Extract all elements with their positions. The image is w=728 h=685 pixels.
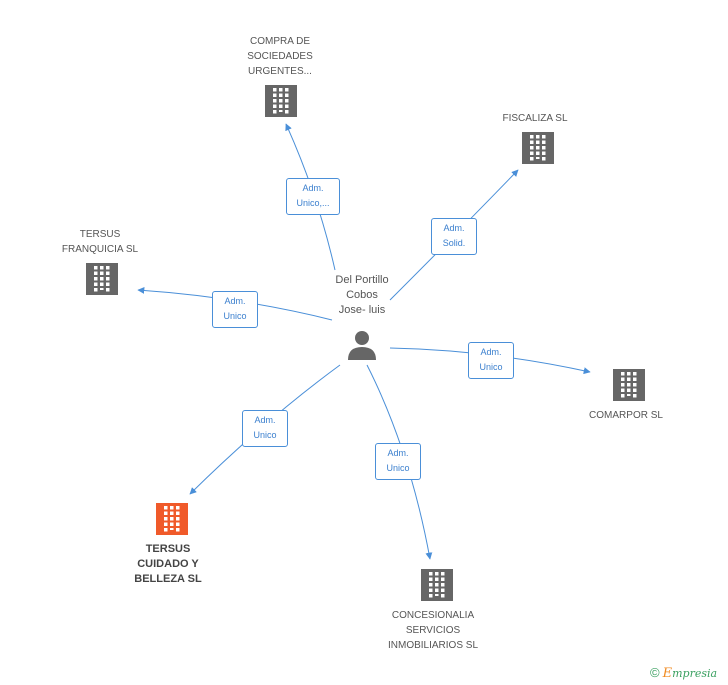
building-icon-tersus-cuidado[interactable]	[156, 503, 188, 535]
brand-name: mpresia	[672, 667, 718, 680]
company-label-tersus-cuidado[interactable]: TERSUS CUIDADO Y BELLEZA SL	[134, 543, 202, 585]
company-label-fiscaliza[interactable]: FISCALIZA SL	[502, 113, 568, 124]
company-label-concesionalia[interactable]: CONCESIONALIA SERVICIOS INMOBILIARIOS SL	[387, 610, 479, 651]
empresia-footer[interactable]: ©Empresia	[650, 665, 717, 681]
building-icon-concesionalia[interactable]	[421, 569, 453, 601]
brand-initial: E	[662, 666, 673, 681]
person-name[interactable]: Del Portillo Cobos Jose- luis	[335, 274, 389, 316]
building-icon-comarpor[interactable]	[613, 369, 645, 401]
relation-label-comarpor[interactable]: Adm. Unico	[468, 342, 514, 379]
building-icon-fiscaliza[interactable]	[522, 132, 554, 164]
relation-label-compra[interactable]: Adm. Unico,...	[286, 178, 340, 215]
relation-label-concesionalia[interactable]: Adm. Unico	[375, 443, 421, 480]
person-icon[interactable]	[348, 331, 376, 360]
company-label-compra[interactable]: COMPRA DE SOCIEDADES URGENTES...	[247, 36, 313, 77]
company-label-tersus-franquicia[interactable]: TERSUS FRANQUICIA SL	[61, 229, 139, 255]
building-icon-compra[interactable]	[265, 85, 297, 117]
building-icon-tersus-franquicia[interactable]	[86, 263, 118, 295]
relation-label-fiscaliza[interactable]: Adm. Solid.	[431, 218, 477, 255]
relation-label-tersus-cuidado[interactable]: Adm. Unico	[242, 410, 288, 447]
company-label-comarpor[interactable]: COMARPOR SL	[589, 410, 663, 421]
copyright-icon: ©	[650, 665, 660, 680]
relation-label-tersus-franquicia[interactable]: Adm. Unico	[212, 291, 258, 328]
